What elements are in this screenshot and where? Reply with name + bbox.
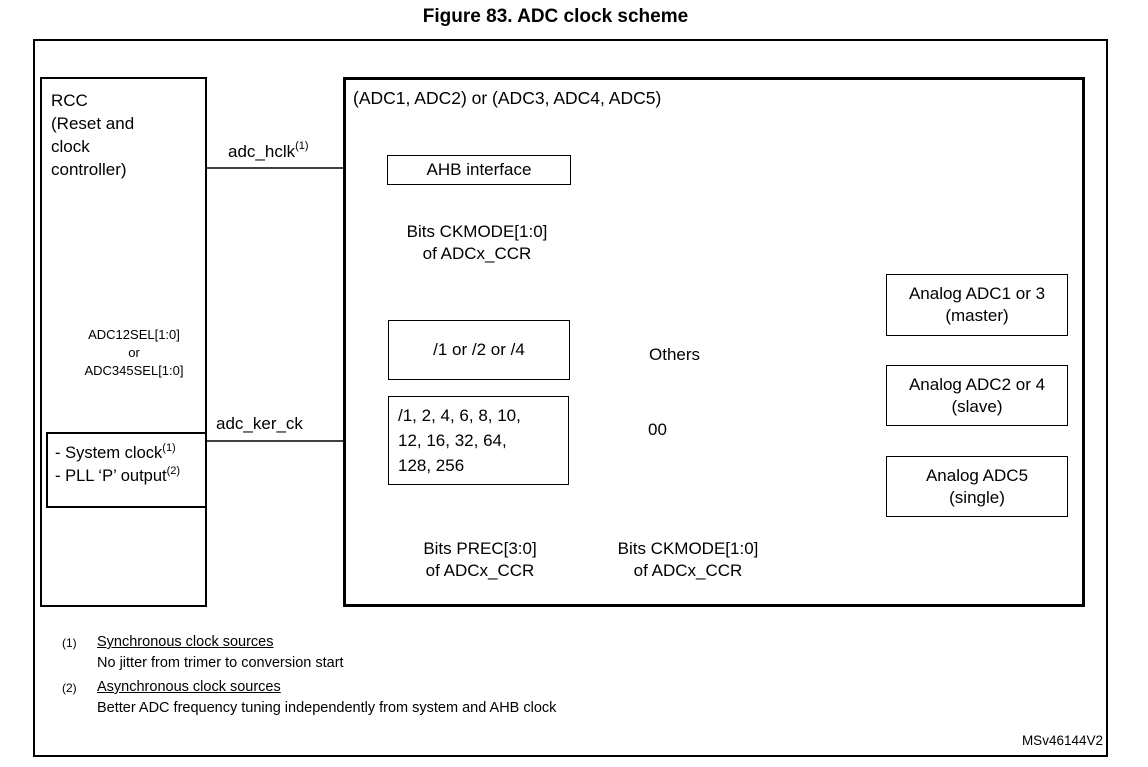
analog-adc2-box: Analog ADC2 or 4 (slave) (886, 365, 1068, 426)
figure-watermark: MSv46144V2 (1021, 733, 1103, 748)
ckmode-top-line2: of ADCx_CCR (422, 243, 532, 263)
adc-hclk-signal-label: adc_hclk(1) (228, 140, 309, 162)
analog-adc1-line2: (master) (945, 306, 1009, 325)
clock-source-text: - System clock (55, 444, 163, 462)
footnote-2-number: (2) (62, 681, 77, 695)
prec-bits-line1: Bits PREC[3:0] (423, 539, 537, 558)
footnote-2-heading: Asynchronous clock sources (97, 679, 281, 695)
async-prescaler-line: 128, 256 (398, 456, 465, 475)
footnote-1-number: (1) (62, 636, 77, 650)
analog-adc5-box: Analog ADC5 (single) (886, 456, 1068, 517)
prec-bits-label: Bits PREC[3:0] of ADCx_CCR (380, 538, 580, 581)
async-prescaler-box: /1, 2, 4, 6, 8, 10, 12, 16, 32, 64, 128,… (388, 396, 569, 485)
adc-sel-bits-line: ADC345SEL[1:0] (84, 363, 184, 378)
ckmode-top-label: Bits CKMODE[1:0] of ADCx_CCR (377, 221, 577, 264)
footnote-ref-1: (1) (295, 140, 309, 153)
analog-adc5-line2: (single) (949, 487, 1005, 507)
prec-bits-line2: of ADCx_CCR (425, 560, 535, 580)
sync-prescaler-box: /1 or /2 or /4 (388, 320, 570, 380)
ahb-interface-box: AHB interface (387, 155, 571, 185)
async-prescaler-line: 12, 16, 32, 64, (398, 431, 507, 450)
analog-adc1-box: Analog ADC1 or 3 (master) (886, 274, 1068, 336)
rcc-title-line: controller) (51, 160, 127, 179)
adc-sel-bits-line: ADC12SEL[1:0] (88, 327, 180, 342)
clock-source-item: - System clock(1) (55, 441, 176, 463)
analog-adc2-line2: (slave) (951, 396, 1003, 416)
analog-adc1-line1: Analog ADC1 or 3 (908, 284, 1046, 303)
adc-sel-bits-label: ADC12SEL[1:0] or ADC345SEL[1:0] (49, 326, 219, 380)
rcc-block-title: RCC (Reset and clock controller) (51, 89, 134, 181)
adc-sel-bits-line: or (128, 345, 140, 360)
ckmode-top-line1: Bits CKMODE[1:0] (406, 222, 548, 241)
footnote-ref-2: (2) (166, 464, 181, 477)
rcc-block (40, 77, 207, 607)
rcc-title-line: RCC (51, 91, 88, 110)
rcc-title-line: clock (51, 137, 90, 156)
analog-adc2-line1: Analog ADC2 or 4 (908, 374, 1046, 394)
clock-source-item: - PLL ‘P’ output(2) (55, 464, 181, 486)
ckmode-bottom-line2: of ADCx_CCR (633, 560, 743, 580)
mux-input-00-label: 00 (648, 420, 667, 439)
footnote-ref-1: (1) (162, 441, 176, 454)
analog-adc5-line1: Analog ADC5 (925, 465, 1029, 485)
ckmode-bottom-line1: Bits CKMODE[1:0] (617, 539, 759, 558)
clock-source-box: - System clock(1) - PLL ‘P’ output(2) (46, 432, 207, 508)
rcc-title-line: (Reset and (51, 114, 135, 133)
adc-kerck-signal-label: adc_ker_ck (216, 414, 303, 433)
adc-block-header: (ADC1, ADC2) or (ADC3, ADC4, ADC5) (353, 88, 662, 108)
mux-input-others-label: Others (649, 345, 701, 364)
clock-source-text: - PLL ‘P’ output (55, 467, 167, 485)
async-prescaler-line: /1, 2, 4, 6, 8, 10, (398, 406, 521, 425)
footnote-2-body: Better ADC frequency tuning independentl… (97, 700, 557, 716)
ckmode-bottom-label: Bits CKMODE[1:0] of ADCx_CCR (588, 538, 788, 581)
figure-title: Figure 83. ADC clock scheme (422, 6, 689, 27)
footnote-1-heading: Synchronous clock sources (97, 634, 274, 650)
footnote-1-body: No jitter from trimer to conversion star… (97, 655, 344, 671)
adc-hclk-text: adc_hclk (228, 142, 296, 161)
figure-frame (33, 39, 1108, 757)
